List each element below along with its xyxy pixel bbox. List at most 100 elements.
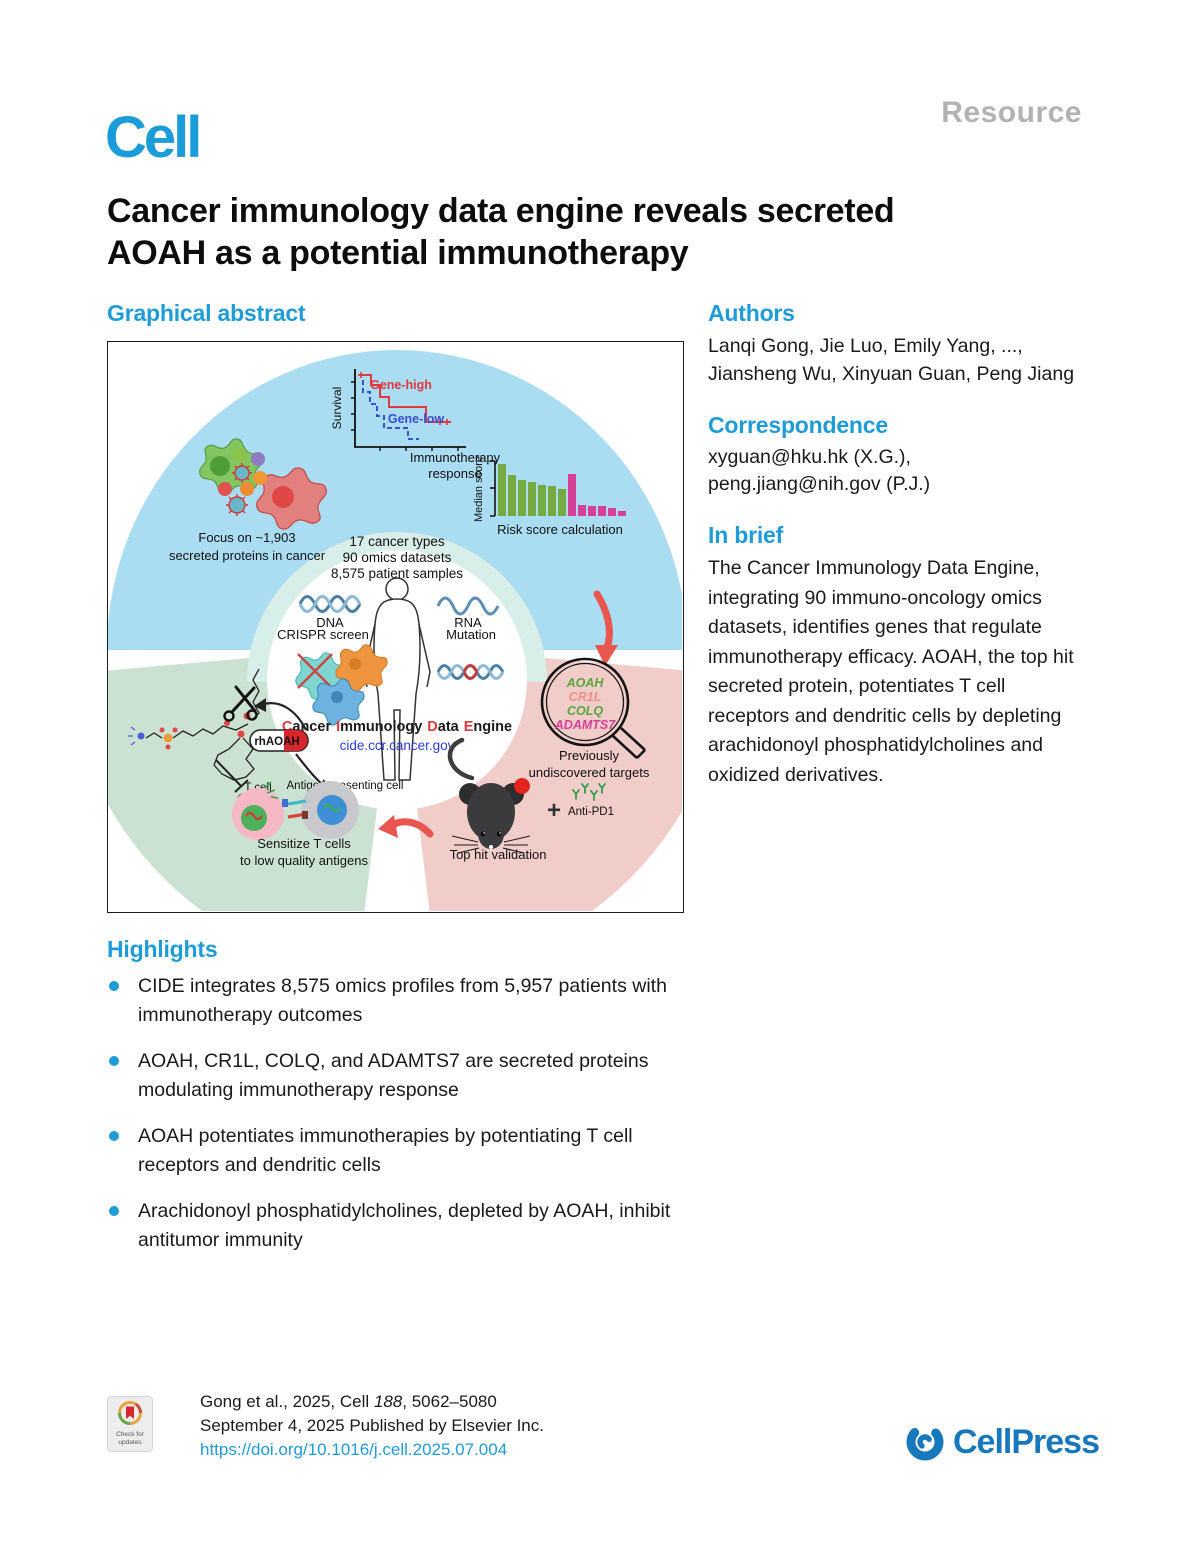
tumor-dot <box>514 778 530 794</box>
gene-low-label: Gene-low <box>388 412 445 426</box>
citation-block: Gong et al., 2025, Cell 188, 5062–5080 S… <box>200 1390 544 1462</box>
badge-text-line1: Check for <box>116 1431 145 1438</box>
blue-sector <box>108 350 682 650</box>
bullet-icon <box>109 1131 119 1141</box>
correspondence-email-2: peng.jiang@nih.gov (P.J.) <box>708 473 931 495</box>
risk-score-caption: Risk score calculation <box>497 522 623 537</box>
apc-icon <box>301 781 359 839</box>
mutation-helix-icon <box>436 664 505 680</box>
engine-url: cide.ccr.cancer.gov <box>340 738 455 753</box>
median-score-axis-label: Median score <box>473 456 485 522</box>
gene-high-label: Gene-high <box>370 378 432 392</box>
gene-cr1l: CR1L <box>569 690 602 704</box>
citation-line: Gong et al., 2025, Cell 188, 5062–5080 <box>200 1392 497 1411</box>
authors-heading: Authors <box>708 300 795 326</box>
survival-plot: Gene-high Gene-low Survival Immunotherap… <box>330 369 501 481</box>
correspondence-emails: xyguan@hku.hk (X.G.), peng.jiang@nih.gov… <box>708 444 1090 498</box>
mutation-label: Mutation <box>446 627 496 642</box>
validation-caption: Top hit validation <box>450 847 547 862</box>
correspondence-heading: Correspondence <box>708 412 888 438</box>
highlight-text: AOAH, CR1L, COLQ, and ADAMTS7 are secret… <box>138 1050 649 1101</box>
scissors-icon <box>223 685 258 722</box>
authors-line1: Lanqi Gong, Jie Luo, Emily Yang, ..., <box>708 335 1023 357</box>
rhaoah-pill-label: rhAOAH <box>254 736 299 748</box>
immunotherapy-response-caption2: response <box>428 466 481 481</box>
rna-label: RNA <box>454 615 482 630</box>
volume-number: 188 <box>373 1392 403 1411</box>
highlight-item: AOAH potentiates immunotherapies by pote… <box>107 1122 697 1180</box>
inhibit-line <box>215 759 249 793</box>
stat-omics-datasets: 90 omics datasets <box>343 550 452 565</box>
graphical-abstract-heading: Graphical abstract <box>107 300 306 326</box>
bullet-icon <box>109 1206 119 1216</box>
graphical-abstract-svg: Gene-high Gene-low Survival Immunotherap… <box>108 350 682 911</box>
magnifier-icon <box>540 657 646 759</box>
dna-label: DNA <box>316 615 344 630</box>
in-brief-text: The Cancer Immunology Data Engine, integ… <box>708 557 1074 786</box>
crispr-screen-label: CRISPR screen <box>277 627 369 642</box>
protein-dot-orange <box>253 471 267 485</box>
risk-score-chart: Median score Risk score calculation <box>473 456 626 537</box>
stat-patient-samples: 8,575 patient samples <box>331 566 463 581</box>
dna-helix-icon <box>298 595 362 613</box>
cellpress-logo: CellPress <box>903 1420 1100 1464</box>
arrow-pill-to-scissors <box>263 702 307 731</box>
plus-sign: + <box>547 797 561 824</box>
highlights-heading: Highlights <box>107 936 218 962</box>
paper-title: Cancer immunology data engine reveals se… <box>107 190 1087 274</box>
target-genes: AOAH CR1L COLQ ADAMTS7 <box>554 676 616 732</box>
graphical-abstract-figure: Gene-high Gene-low Survival Immunotherap… <box>107 341 684 913</box>
immunotherapy-response-caption1: Immunotherapy <box>410 450 501 465</box>
in-brief-heading: In brief <box>708 522 784 548</box>
protein-dot-purple <box>251 452 265 466</box>
highlight-item: AOAH, CR1L, COLQ, and ADAMTS7 are secret… <box>107 1047 697 1105</box>
rhaoah-pill: rhAOAH <box>249 729 309 752</box>
authors-line2: Jiansheng Wu, Xinyuan Guan, Peng Jiang <box>708 363 1075 385</box>
virus-particle-1 <box>232 463 252 483</box>
sensitize-caption-line2: to low quality antigens <box>240 853 368 868</box>
check-for-updates-badge[interactable]: Check for updates <box>107 1396 153 1457</box>
survival-axis-label: Survival <box>330 387 344 430</box>
targets-caption-line2: undiscovered targets <box>529 765 650 780</box>
sensitize-caption-line1: Sensitize T cells <box>257 836 351 851</box>
authors-list: Lanqi Gong, Jie Luo, Emily Yang, ..., Ji… <box>708 332 1090 388</box>
gene-colq: COLQ <box>567 704 603 718</box>
antibodies-icon <box>572 783 606 801</box>
cellpress-wordmark: CellPress <box>953 1422 1100 1461</box>
mouse-icon <box>447 737 531 854</box>
targets-caption-line1: Previously <box>559 748 619 763</box>
arrow-blue-to-pink <box>593 590 613 652</box>
rna-wave-icon <box>436 596 500 616</box>
protein-dot-orange2 <box>240 482 254 496</box>
secreted-proteins-cells: Focus on ~1,903 secreted proteins in can… <box>169 438 327 563</box>
badge-text-line2: updates <box>118 1439 142 1446</box>
t-cell-icon <box>232 781 284 840</box>
tcr-receptors-icon <box>282 799 308 819</box>
highlight-item: CIDE integrates 8,575 omics profiles fro… <box>107 972 697 1030</box>
paper-title-line1: Cancer immunology data engine reveals se… <box>107 192 895 230</box>
paper-title-line2: AOAH as a potential immunotherapy <box>107 234 689 272</box>
protein-dot-green <box>233 448 247 462</box>
highlights-list: CIDE integrates 8,575 omics profiles fro… <box>107 972 697 1272</box>
bookmark-icon <box>126 1406 134 1419</box>
anti-pd1-label: Anti-PD1 <box>568 806 614 818</box>
gene-adamts7: ADAMTS7 <box>554 718 616 732</box>
correspondence-email-1: xyguan@hku.hk (X.G.), <box>708 446 911 468</box>
highlight-text: Arachidonoyl phosphatidylcholines, deple… <box>138 1200 671 1251</box>
crispr-cells-icon <box>295 644 388 726</box>
article-type-label: Resource <box>941 96 1082 129</box>
green-cancer-cell <box>199 438 263 495</box>
virus-particle-2 <box>226 494 248 516</box>
cellpress-mark-icon <box>906 1423 944 1461</box>
focus-caption-line2: secreted proteins in cancer <box>169 548 326 563</box>
highlight-item: Arachidonoyl phosphatidylcholines, deple… <box>107 1197 697 1255</box>
doi-line: https://doi.org/10.1016/j.cell.2025.07.0… <box>200 1438 544 1462</box>
published-line: September 4, 2025 Published by Elsevier … <box>200 1416 544 1435</box>
doi-link[interactable]: https://doi.org/10.1016/j.cell.2025.07.0… <box>200 1440 508 1459</box>
bullet-icon <box>109 1056 119 1066</box>
highlight-text: CIDE integrates 8,575 omics profiles fro… <box>138 975 667 1026</box>
cell-journal-logo: Cell <box>105 105 202 170</box>
dataset-stats: 17 cancer types 90 omics datasets 8,575 … <box>331 534 463 581</box>
